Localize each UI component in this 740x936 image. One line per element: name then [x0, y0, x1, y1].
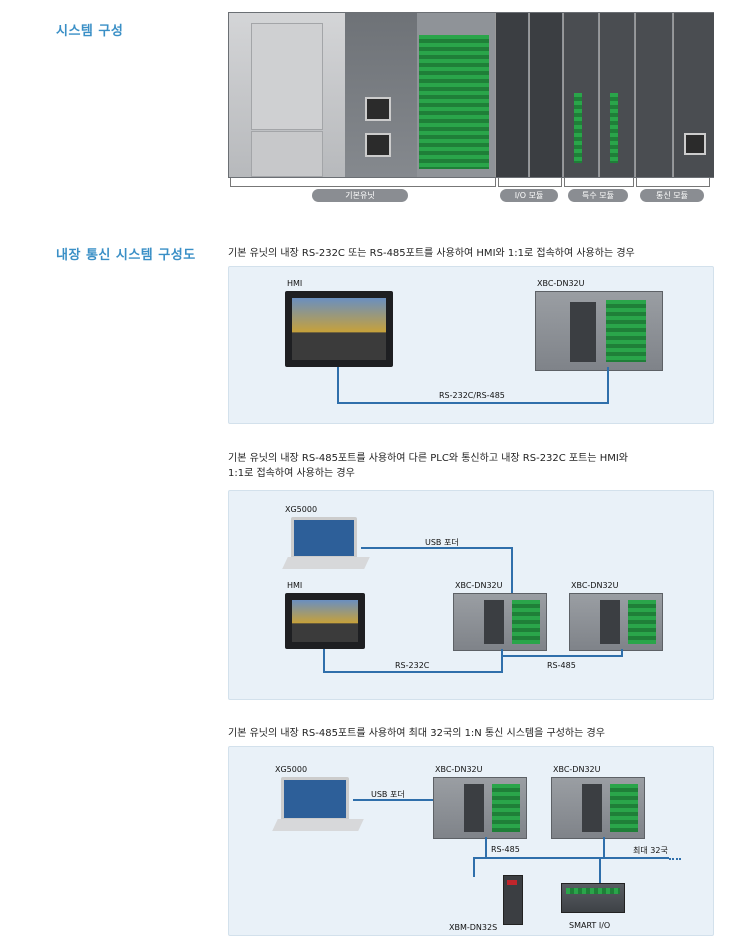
- diagram1-plc-label: XBC-DN32U: [537, 279, 585, 288]
- diagram3-pc-label: XG5000: [275, 765, 308, 774]
- plc-image: [433, 777, 527, 839]
- plc-image: [535, 291, 663, 371]
- cpu-module: [229, 13, 345, 177]
- diagram2-panel: XG5000 USB 포더 HMI XBC-DN32U XBC-DN32U RS…: [228, 490, 714, 700]
- laptop-icon: [272, 777, 364, 835]
- diagram3-dev1-label: XBM-DN32S: [449, 923, 498, 932]
- ethernet-port-icon: [684, 133, 706, 155]
- diagram3-caption: 기본 유닛의 내장 RS-485포트를 사용하여 최대 32국의 1:N 통신 …: [228, 728, 605, 739]
- diagram3-usb-label: USB 포더: [371, 790, 405, 799]
- comm-module: [635, 13, 672, 177]
- smart-io-image: [561, 883, 625, 913]
- diagram1-hmi-label: HMI: [287, 279, 303, 288]
- diagram2-rs232-label: RS-232C: [395, 661, 430, 670]
- diagram2-hmi-label: HMI: [287, 581, 303, 590]
- io-module: [495, 13, 528, 177]
- cpu-port-panel: [345, 13, 417, 177]
- diagram2-usb-label: USB 포더: [425, 538, 459, 547]
- diagram1-caption: 기본 유닛의 내장 RS-232C 또는 RS-485포트를 사용하여 HMI와…: [228, 248, 635, 259]
- diagram2-pc-label: XG5000: [285, 505, 318, 514]
- io-module: [529, 13, 562, 177]
- diagram3-rs485-label: RS-485: [491, 845, 520, 854]
- brace-io: [498, 178, 562, 187]
- brace-special: [564, 178, 634, 187]
- section-title-comm: 내장 통신 시스템 구성도: [56, 248, 196, 263]
- diagram3-dev2-label: SMART I/O: [569, 921, 611, 930]
- brace-comm: [636, 178, 710, 187]
- diagram1-link-label: RS-232C/RS-485: [439, 391, 505, 400]
- ethernet-port-icon: [365, 97, 391, 121]
- diagram2-rs485-label: RS-485: [547, 661, 576, 670]
- diagram2-caption-line1: 기본 유닛의 내장 RS-485포트를 사용하여 다른 PLC와 통신하고 내장…: [228, 453, 629, 464]
- plc-image: [551, 777, 645, 839]
- diagram3-panel: XG5000 USB 포더 XBC-DN32U XBC-DN32U RS-485…: [228, 746, 714, 936]
- hmi-panel-image: [285, 593, 365, 649]
- laptop-icon: [282, 517, 370, 571]
- ethernet-port-icon: [365, 133, 391, 157]
- section-title-system: 시스템 구성: [56, 24, 124, 39]
- cpu-cover-lower: [251, 131, 323, 177]
- group-label-comm: 통신 모듈: [640, 189, 704, 202]
- group-label-special: 특수 모듈: [568, 189, 628, 202]
- hmi-panel-image: [285, 291, 393, 367]
- comm-module: [673, 13, 714, 177]
- group-label-io: I/O 모듈: [500, 189, 558, 202]
- special-module: [563, 13, 598, 177]
- diagram3-plc1-label: XBC-DN32U: [435, 765, 483, 774]
- diagram1-panel: HMI XBC-DN32U RS-232C/RS-485: [228, 266, 714, 424]
- cpu-cover: [251, 23, 323, 130]
- continuation-dots: [669, 858, 681, 860]
- io-terminal-block: [419, 35, 489, 169]
- diagram2-plc2-label: XBC-DN32U: [571, 581, 619, 590]
- group-label-base: 기본유닛: [312, 189, 408, 202]
- special-module: [599, 13, 634, 177]
- xbm-module-image: [503, 875, 523, 925]
- diagram3-max-label: 최대 32국: [633, 846, 668, 855]
- diagram2-plc1-label: XBC-DN32U: [455, 581, 503, 590]
- brace-base: [230, 178, 496, 187]
- diagram3-plc2-label: XBC-DN32U: [553, 765, 601, 774]
- plc-image: [569, 593, 663, 651]
- diagram2-caption-line2: 1:1로 접속하여 사용하는 경우: [228, 468, 355, 479]
- plc-rack-image: [228, 12, 714, 178]
- plc-image: [453, 593, 547, 651]
